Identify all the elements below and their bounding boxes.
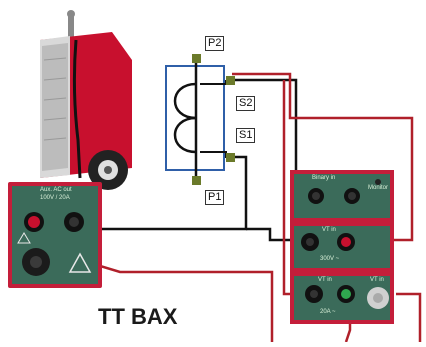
bottom-panel-rating: 20A ~	[320, 309, 336, 315]
aux-panel-title: Aux. AC out	[40, 187, 72, 193]
diagram-caption: TT BAX	[98, 304, 178, 329]
test-set-device	[40, 10, 132, 190]
label-p2: P2	[205, 36, 225, 51]
bottom-panel	[290, 272, 394, 324]
label-s2: S2	[236, 96, 256, 111]
current-transformer	[165, 54, 235, 185]
vt-in-panel	[290, 222, 394, 272]
warning-icon	[68, 252, 92, 273]
wire-red-p2	[232, 72, 414, 242]
vt-panel-rating: 300V ~	[320, 256, 340, 262]
binary-panel-sub: Monitor	[368, 185, 389, 191]
binary-in-panel	[290, 170, 394, 222]
binary-panel-title: Binary in	[312, 175, 336, 181]
terminal-p1	[192, 176, 201, 185]
terminal-p2	[192, 54, 201, 63]
bottom-panel-right-title: VT in	[370, 277, 384, 283]
aux-panel-rating: 100V / 20A	[40, 195, 70, 201]
aux-ac-panel	[8, 182, 102, 288]
terminal-s2	[226, 76, 235, 85]
terminal-s1	[226, 153, 235, 162]
label-s1: S1	[236, 128, 256, 143]
vt-panel-title: VT in	[322, 227, 336, 233]
wire-red-right	[396, 292, 422, 342]
bottom-panel-left-title: VT in	[318, 277, 332, 283]
label-p1: P1	[205, 190, 225, 205]
